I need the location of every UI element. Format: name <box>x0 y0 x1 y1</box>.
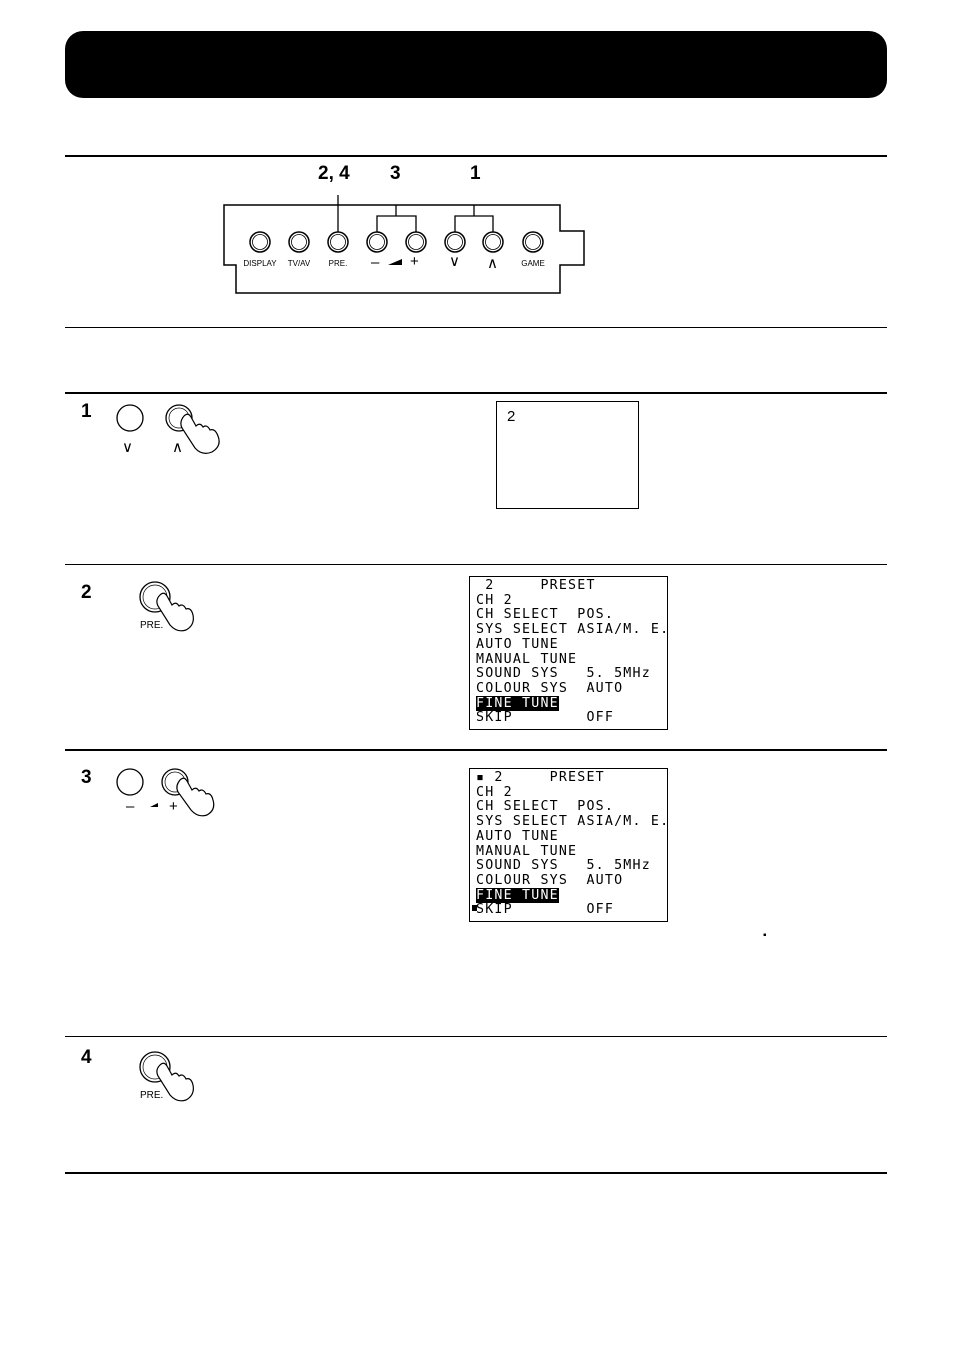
pre-button-icon <box>139 1051 194 1102</box>
menu-line: ▪ 2 PRESET <box>476 770 605 785</box>
up-label: ∧ <box>172 439 183 456</box>
menu-line: SYS SELECT ASIA/M. E. <box>476 622 670 638</box>
menu-line-highlighted: FINE TUNE <box>476 887 559 903</box>
note-mark: ▪ <box>763 930 767 941</box>
menu-line: SOUND SYS 5. 5MHz <box>476 666 651 682</box>
pre-button-icon <box>139 581 194 632</box>
step-number: 4 <box>81 1047 92 1068</box>
plus-label: + <box>169 798 178 815</box>
menu-line: 2 PRESET <box>476 578 596 593</box>
step-rule <box>65 1036 887 1037</box>
step-number: 1 <box>81 401 92 422</box>
volume-buttons-icon <box>116 768 215 817</box>
menu-line: MANUAL TUNE <box>476 651 578 667</box>
section-rule <box>65 327 887 328</box>
step-rule <box>65 564 887 565</box>
menu-line: MANUAL TUNE <box>476 843 578 859</box>
pre-label: PRE. <box>140 1090 164 1101</box>
menu-line-highlighted: FINE TUNE <box>476 695 559 711</box>
channel-number: 2 <box>507 408 516 425</box>
button-label-down: ∨ <box>449 253 460 270</box>
step-number: 2 <box>81 582 92 603</box>
section-rule <box>65 1172 887 1174</box>
callout-1: 1 <box>470 163 481 184</box>
fine-tune-marker <box>472 905 477 911</box>
minus-label: – <box>126 798 135 815</box>
channel-buttons-icon <box>116 404 220 454</box>
button-label-minus: – <box>371 254 380 271</box>
pre-label: PRE. <box>140 620 164 631</box>
callout-2-4: 2, 4 <box>318 163 350 184</box>
tv-screen: 2 <box>496 401 639 509</box>
button-label-plus: + <box>410 253 419 270</box>
step-number: 3 <box>81 767 92 788</box>
menu-line: AUTO TUNE <box>476 636 559 652</box>
menu-line: CH 2 <box>476 592 513 608</box>
menu-line: CH SELECT POS. <box>476 607 615 623</box>
title-bar <box>65 31 887 98</box>
button-label-display: DISPLAY <box>243 259 277 268</box>
menu-line: SOUND SYS 5. 5MHz <box>476 858 651 874</box>
section-rule <box>65 155 887 157</box>
button-label-game: GAME <box>521 259 545 268</box>
button-label-tvav: TV/AV <box>287 259 311 268</box>
button-label-pre: PRE. <box>328 259 348 268</box>
menu-line: SYS SELECT ASIA/M. E. <box>476 814 670 830</box>
menu-line: CH SELECT POS. <box>476 799 615 815</box>
callout-3: 3 <box>390 163 401 184</box>
menu-line: COLOUR SYS AUTO <box>476 680 624 696</box>
front-panel-diagram <box>223 195 585 294</box>
menu-line: CH 2 <box>476 784 513 800</box>
menu-line: SKIP OFF <box>476 710 615 726</box>
step-rule <box>65 749 887 751</box>
menu-line: COLOUR SYS AUTO <box>476 872 624 888</box>
menu-line: SKIP OFF <box>476 902 615 918</box>
down-label: ∨ <box>122 439 133 456</box>
step-rule <box>65 392 887 394</box>
button-label-up: ∧ <box>487 255 498 272</box>
menu-line: AUTO TUNE <box>476 828 559 844</box>
